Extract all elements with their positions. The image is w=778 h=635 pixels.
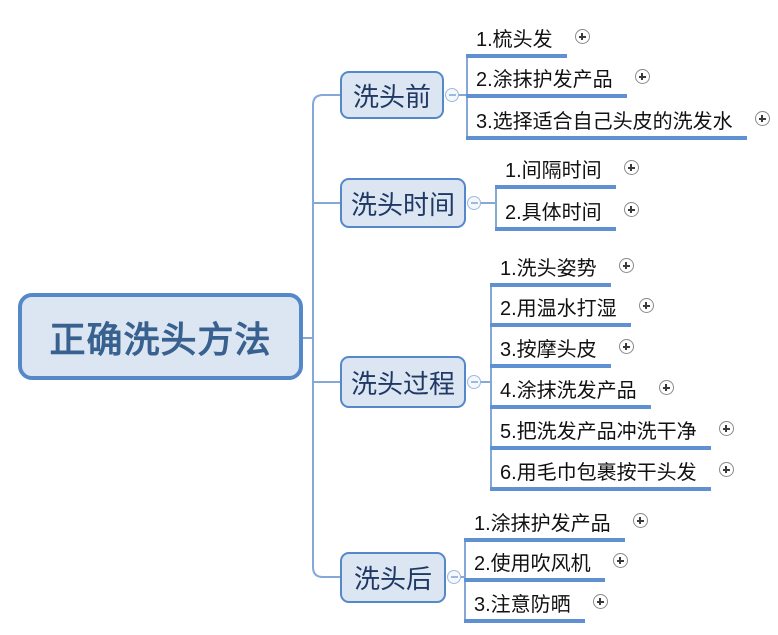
leaf-node[interactable]: 2.涂抹护发产品 [466, 60, 650, 98]
leaf-label: 4.涂抹洗发产品 [490, 371, 651, 409]
plus-icon[interactable] [623, 202, 639, 217]
leaf-label: 2.涂抹护发产品 [466, 60, 627, 98]
plus-icon[interactable] [634, 69, 650, 84]
leaf-node[interactable]: 3.注意防晒 [464, 585, 608, 623]
plus-icon[interactable] [638, 298, 654, 313]
minus-icon[interactable] [447, 570, 461, 584]
leaf-label: 1.梳头发 [466, 20, 567, 58]
minus-icon[interactable] [467, 196, 481, 210]
branch-node[interactable]: 洗头过程 [340, 356, 466, 408]
branch-node[interactable]: 洗头时间 [340, 178, 466, 228]
plus-icon[interactable] [618, 339, 634, 354]
plus-icon[interactable] [658, 380, 674, 395]
minus-icon[interactable] [445, 88, 459, 102]
leaf-label: 1.间隔时间 [495, 151, 616, 189]
leaf-node[interactable]: 5.把洗发产品冲洗干净 [490, 412, 734, 450]
leaf-label: 1.洗头姿势 [490, 249, 611, 287]
plus-icon[interactable] [574, 29, 590, 44]
plus-icon[interactable] [612, 553, 628, 568]
leaf-node[interactable]: 1.涂抹护发产品 [464, 504, 648, 542]
leaf-node[interactable]: 6.用毛巾包裹按干头发 [490, 453, 734, 491]
plus-icon[interactable] [632, 513, 648, 528]
leaf-label: 3.选择适合自己头皮的洗发水 [466, 102, 747, 140]
leaf-label: 5.把洗发产品冲洗干净 [490, 412, 711, 450]
plus-icon[interactable] [754, 111, 770, 126]
plus-icon[interactable] [618, 258, 634, 273]
plus-icon[interactable] [623, 160, 639, 175]
leaf-label: 3.注意防晒 [464, 585, 585, 623]
minus-icon[interactable] [467, 375, 481, 389]
root-node[interactable]: 正确洗头方法 [18, 293, 303, 380]
leaf-node[interactable]: 1.洗头姿势 [490, 249, 634, 287]
plus-icon[interactable] [592, 594, 608, 609]
leaf-node[interactable]: 2.用温水打湿 [490, 289, 654, 327]
leaf-label: 1.涂抹护发产品 [464, 504, 625, 542]
leaf-label: 2.用温水打湿 [490, 289, 631, 327]
leaf-node[interactable]: 4.涂抹洗发产品 [490, 371, 674, 409]
plus-icon[interactable] [718, 462, 734, 477]
leaf-label: 3.按摩头皮 [490, 330, 611, 368]
leaf-node[interactable]: 2.具体时间 [495, 193, 639, 231]
leaf-node[interactable]: 3.选择适合自己头皮的洗发水 [466, 102, 770, 140]
leaf-label: 6.用毛巾包裹按干头发 [490, 453, 711, 491]
leaf-label: 2.具体时间 [495, 193, 616, 231]
branch-node[interactable]: 洗头后 [340, 552, 446, 603]
leaf-node[interactable]: 2.使用吹风机 [464, 544, 628, 582]
branch-node[interactable]: 洗头前 [340, 71, 444, 119]
leaf-node[interactable]: 1.梳头发 [466, 20, 590, 58]
leaf-node[interactable]: 1.间隔时间 [495, 151, 639, 189]
plus-icon[interactable] [718, 421, 734, 436]
leaf-label: 2.使用吹风机 [464, 544, 605, 582]
leaf-node[interactable]: 3.按摩头皮 [490, 330, 634, 368]
